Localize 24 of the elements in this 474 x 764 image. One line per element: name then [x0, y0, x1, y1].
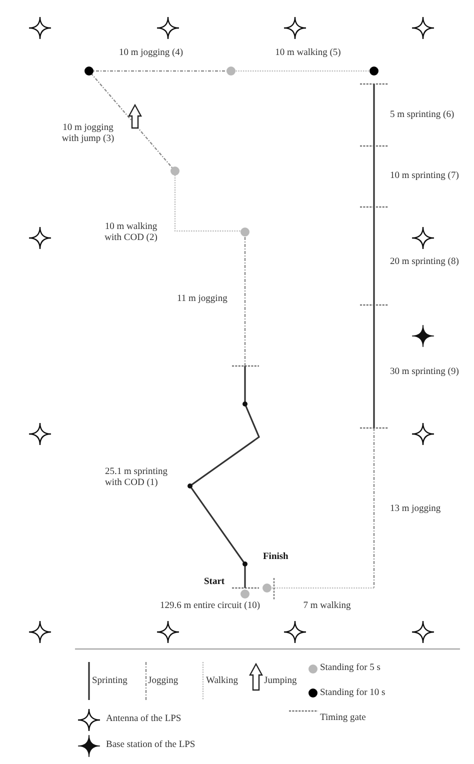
segment-label: 10 m sprinting (7): [390, 171, 459, 183]
legend-label: Standing for 10 s: [320, 688, 386, 700]
finish-label: Finish: [263, 552, 288, 564]
segment-label: 10 m walking with COD (2): [104, 222, 158, 244]
legend-label: Sprinting: [92, 676, 128, 688]
segment-label: 10 m jogging with jump (3): [60, 122, 116, 146]
segment-label: 13 m jogging: [390, 504, 441, 516]
segment-label: 7 m walking: [303, 601, 351, 613]
legend-label: Jumping: [264, 676, 297, 688]
segment-label: 10 m walking (5): [275, 48, 341, 60]
segment-label: 129.6 m entire circuit (10): [160, 601, 260, 613]
segment-label: 25.1 m sprinting with COD (1): [105, 466, 169, 490]
legend-label: Walking: [206, 676, 238, 688]
legend-label: Jogging: [148, 676, 178, 688]
segment-label: 30 m sprinting (9): [390, 367, 459, 379]
start-label: Start: [204, 577, 225, 589]
legend-label: Base station of the LPS: [106, 740, 196, 752]
segment-label: 10 m jogging (4): [118, 48, 184, 60]
legend-label: Standing for 5 s: [320, 663, 380, 675]
segment-label: 20 m sprinting (8): [390, 257, 459, 269]
legend-label: Antenna of the LPS: [106, 714, 182, 726]
legend-label: Timing gate: [320, 713, 366, 725]
segment-label: 11 m jogging: [177, 294, 228, 306]
segment-label: 5 m sprinting (6): [390, 110, 454, 122]
